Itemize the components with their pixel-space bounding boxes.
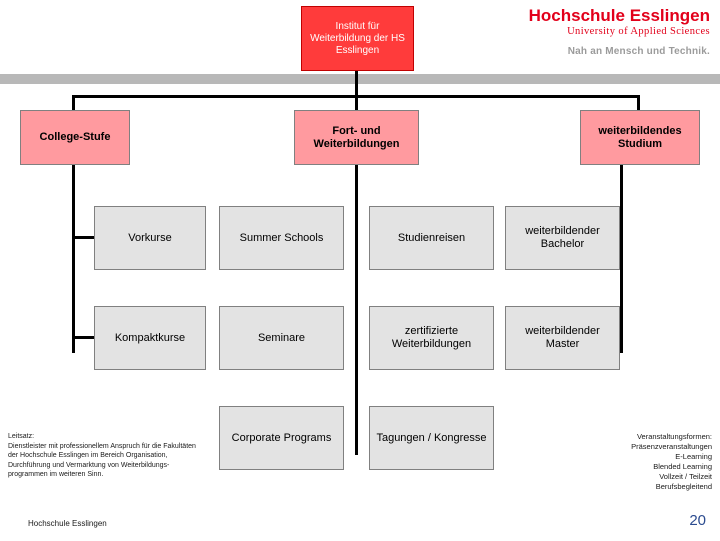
item-box-zertifizierte-weiterbildungen[interactable]: zertifizierte Weiterbildungen	[369, 306, 494, 370]
connector-college-spine	[72, 163, 75, 353]
footer-page-number: 20	[689, 512, 706, 529]
item-box-seminare-label: Seminare	[257, 331, 306, 344]
column-box-college-stufe[interactable]: College-Stufe	[20, 110, 130, 165]
item-box-studienreisen-label: Studienreisen	[397, 231, 466, 244]
item-box-weiterbildender-bachelor-label: weiterbildender Bachelor	[525, 225, 600, 250]
veranstaltungsformen-line-3: Vollzeit / Teilzeit	[659, 472, 712, 481]
connector-studium-to-bachelor	[620, 236, 623, 239]
item-box-studienreisen[interactable]: Studienreisen	[369, 206, 494, 270]
item-box-kompaktkurse[interactable]: Kompaktkurse	[94, 306, 206, 370]
column-box-weiterbildendes-studium-label: weiterbildendes Studium	[598, 124, 682, 150]
item-box-weiterbildender-master[interactable]: weiterbildender Master	[505, 306, 620, 370]
footer-band	[0, 505, 720, 541]
logo-claim: Nah an Mensch und Technik.	[567, 46, 710, 57]
veranstaltungsformen-text: Veranstaltungsformen: Präsenzveranstaltu…	[512, 432, 712, 492]
column-box-college-stufe-label: College-Stufe	[39, 131, 111, 143]
leitsatz-title: Leitsatz:	[8, 433, 35, 440]
item-box-zertifizierte-weiterbildungen-label: zertifizierte Weiterbildungen	[391, 325, 472, 350]
root-box-label: Institut für Weiterbildung der HS Esslin…	[310, 20, 405, 56]
item-box-weiterbildender-bachelor[interactable]: weiterbildender Bachelor	[505, 206, 620, 270]
veranstaltungsformen-line-2: Blended Learning	[653, 462, 712, 471]
header-band	[0, 74, 720, 84]
root-box[interactable]: Institut für Weiterbildung der HS Esslin…	[301, 6, 414, 71]
item-box-corporate-programs-label: Corporate Programs	[231, 431, 332, 444]
veranstaltungsformen-line-0: Präsenzveranstaltungen	[631, 442, 712, 451]
veranstaltungsformen-line-4: Berufsbegleitend	[655, 482, 712, 491]
connector-col1-vertical	[72, 95, 75, 113]
connector-col2-vertical	[355, 95, 358, 113]
column-box-fort-und-weiterbildungen-label: Fort- und Weiterbildungen	[313, 124, 400, 150]
logo-subtitle: University of Applied Sciences	[567, 26, 710, 37]
leitsatz-text: Leitsatz: Dienstleister mit professionel…	[8, 432, 198, 480]
column-box-weiterbildendes-studium[interactable]: weiterbildendes Studium	[580, 110, 700, 165]
footer-institution-name: Hochschule Esslingen	[28, 519, 107, 528]
item-box-summer-schools[interactable]: Summer Schools	[219, 206, 344, 270]
item-box-vorkurse-label: Vorkurse	[128, 231, 172, 244]
hochschule-esslingen-logo: Hochschule Esslingen University of Appli…	[430, 6, 710, 57]
veranstaltungsformen-title: Veranstaltungsformen:	[636, 432, 712, 441]
item-box-summer-schools-label: Summer Schools	[239, 231, 324, 244]
item-box-tagungen-kongresse-label: Tagungen / Kongresse	[376, 431, 487, 444]
item-box-weiterbildender-master-label: weiterbildender Master	[525, 325, 600, 350]
item-box-vorkurse[interactable]: Vorkurse	[94, 206, 206, 270]
connector-college-to-vorkurse	[72, 236, 94, 239]
connector-college-to-kompaktkurse	[72, 336, 94, 339]
item-box-corporate-programs[interactable]: Corporate Programs	[219, 406, 344, 470]
item-box-tagungen-kongresse[interactable]: Tagungen / Kongresse	[369, 406, 494, 470]
connector-col3-vertical	[637, 95, 640, 113]
item-box-seminare[interactable]: Seminare	[219, 306, 344, 370]
connector-fort-spine	[355, 163, 358, 455]
connector-root-vertical	[355, 70, 358, 97]
connector-studium-spine	[620, 163, 623, 353]
leitsatz-body: Dienstleister mit professionellem Anspru…	[8, 442, 196, 479]
column-box-fort-und-weiterbildungen[interactable]: Fort- und Weiterbildungen	[294, 110, 419, 165]
item-box-kompaktkurse-label: Kompaktkurse	[114, 331, 186, 344]
logo-title: Hochschule Esslingen	[528, 6, 710, 25]
veranstaltungsformen-line-1: E-Learning	[675, 452, 712, 461]
